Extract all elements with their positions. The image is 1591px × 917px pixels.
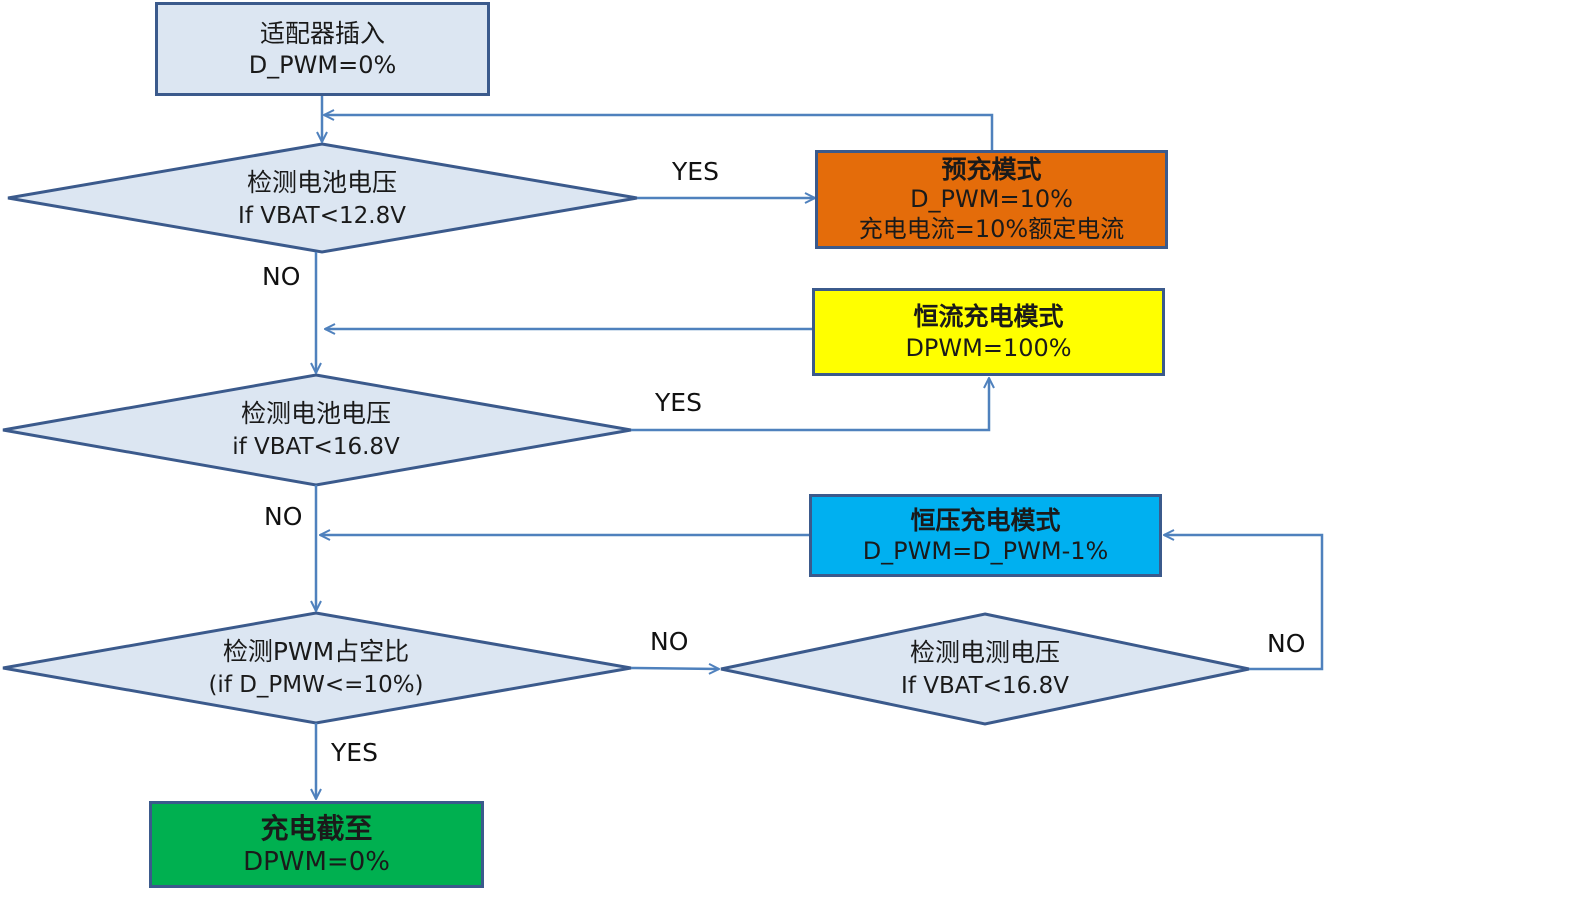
cc-mode-node: 恒流充电模式 DPWM=100% <box>812 288 1165 376</box>
cc-mode-title: 恒流充电模式 <box>913 302 1064 332</box>
check1-no-label: NO <box>262 262 301 291</box>
check-voltage-1-text: 检测电池电压 If VBAT<12.8V <box>172 160 472 238</box>
check2-yes-label: YES <box>655 388 702 417</box>
check3-yes-label: YES <box>331 738 378 767</box>
precharge-mode-node: 预充模式 D_PWM=10% 充电电流=10%额定电流 <box>815 150 1168 249</box>
precharge-mode-current: 充电电流=10%额定电流 <box>858 214 1125 243</box>
cv-mode-node: 恒压充电模式 D_PWM=D_PWM-1% <box>809 494 1162 577</box>
check3-no-label: NO <box>650 627 689 656</box>
edge-check2-yes <box>631 378 989 432</box>
check-pwm-title: 检测PWM占空比 <box>222 637 410 667</box>
cc-mode-pwm: DPWM=100% <box>905 333 1072 362</box>
cutoff-node: 充电截至 DPWM=0% <box>149 801 484 888</box>
edge-check4-no <box>1164 535 1324 671</box>
start-node-value: D_PWM=0% <box>248 50 397 79</box>
check-voltage-3-diamond <box>720 612 1250 726</box>
cutoff-pwm: DPWM=0% <box>243 846 390 877</box>
cv-mode-title: 恒压充电模式 <box>910 505 1061 535</box>
cutoff-title: 充电截至 <box>260 811 373 845</box>
check1-yes-label: YES <box>672 157 719 186</box>
check-voltage-1-condition: If VBAT<12.8V <box>238 203 406 230</box>
check-voltage-3-text: 检测电测电压 If VBAT<16.8V <box>855 630 1115 708</box>
check-voltage-1-diamond <box>7 142 638 254</box>
check4-no-label: NO <box>1267 629 1306 658</box>
check-voltage-3-condition: If VBAT<16.8V <box>901 673 1069 700</box>
edge-check3-no <box>630 668 719 669</box>
check2-no-label: NO <box>264 502 303 531</box>
check-voltage-1-title: 检测电池电压 <box>246 168 397 198</box>
cv-mode-pwm: D_PWM=D_PWM-1% <box>862 537 1109 566</box>
check-voltage-2-text: 检测电池电压 if VBAT<16.8V <box>166 391 466 469</box>
start-node: 适配器插入 D_PWM=0% <box>155 2 490 96</box>
precharge-mode-title: 预充模式 <box>941 154 1042 184</box>
check-pwm-condition: (if D_PMW<=10%) <box>208 672 424 699</box>
check-voltage-2-condition: if VBAT<16.8V <box>232 434 400 461</box>
precharge-mode-pwm: D_PWM=10% <box>910 185 1073 214</box>
check-pwm-text: 检测PWM占空比 (if D_PMW<=10%) <box>151 629 481 707</box>
check-voltage-3-title: 检测电测电压 <box>909 638 1060 668</box>
start-node-title: 适配器插入 <box>259 19 385 49</box>
check-voltage-2-title: 检测电池电压 <box>240 399 391 429</box>
edge-precharge-loop <box>324 115 994 150</box>
